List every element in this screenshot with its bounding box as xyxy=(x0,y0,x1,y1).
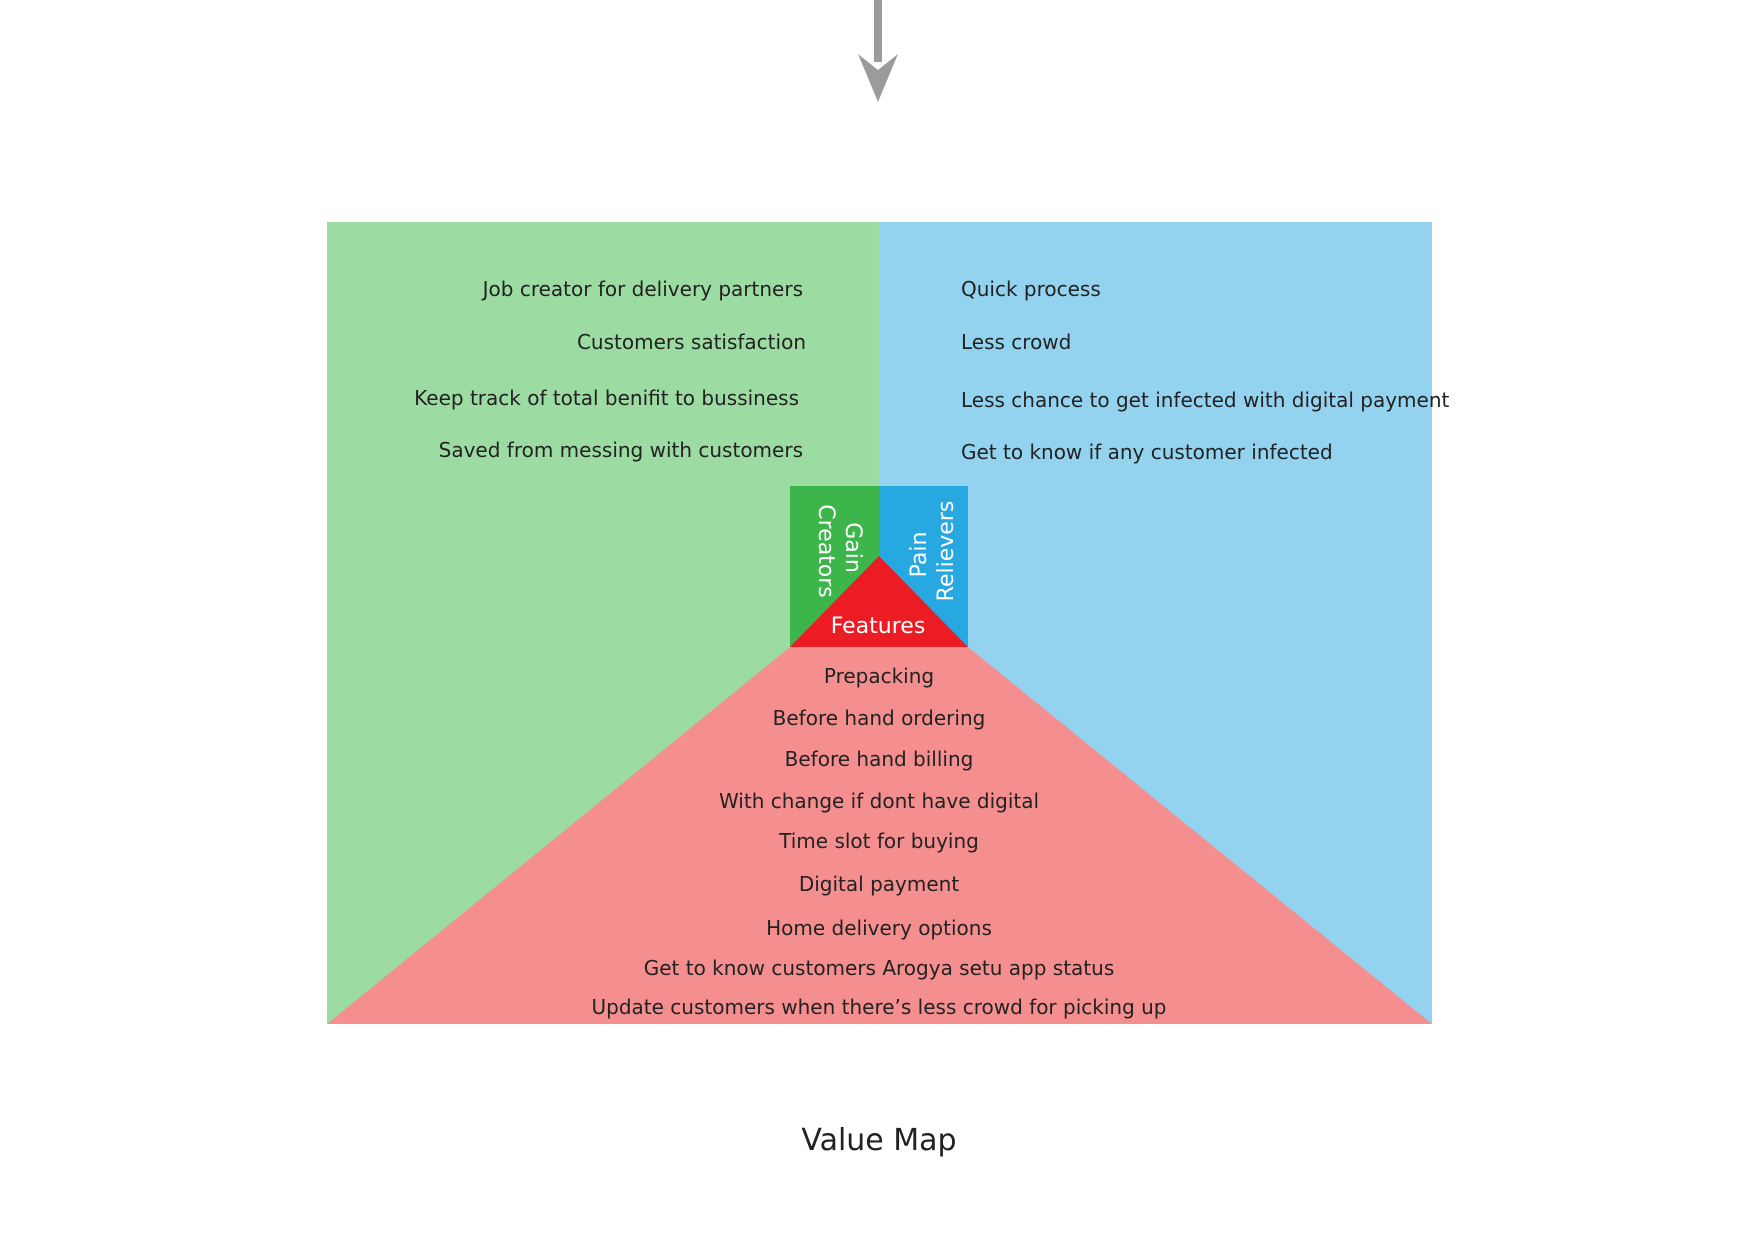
gain-creators-list: Job creator for delivery partners Custom… xyxy=(414,277,806,462)
list-item: Digital payment xyxy=(799,872,959,896)
list-item: Get to know customers Arogya setu app st… xyxy=(644,956,1115,980)
pain-relievers-list: Quick process Less crowd Less chance to … xyxy=(961,277,1450,464)
gain-creators-label: Gain Creators xyxy=(813,504,865,598)
features-label: Features xyxy=(831,614,926,639)
list-item: With change if dont have digital xyxy=(719,789,1039,813)
list-item: Less chance to get infected with digital… xyxy=(961,388,1450,412)
list-item: Keep track of total benifit to bussiness xyxy=(414,386,799,410)
list-item: Update customers when there’s less crowd… xyxy=(592,995,1167,1019)
list-item: Prepacking xyxy=(824,664,934,688)
center-badge: Gain Creators Pain Relievers Features xyxy=(790,486,968,647)
list-item: Saved from messing with customers xyxy=(439,438,803,462)
list-item: Before hand ordering xyxy=(773,706,986,730)
page-title: Value Map xyxy=(801,1123,956,1158)
list-item: Less crowd xyxy=(961,330,1071,354)
list-item: Before hand billing xyxy=(785,747,974,771)
list-item: Time slot for buying xyxy=(778,829,979,853)
features-badge xyxy=(790,556,968,647)
down-arrow-icon xyxy=(858,0,898,102)
list-item: Home delivery options xyxy=(766,916,992,940)
list-item: Get to know if any customer infected xyxy=(961,440,1333,464)
pain-relievers-label: Pain Relievers xyxy=(907,501,959,602)
features-panel xyxy=(327,647,1432,1024)
list-item: Quick process xyxy=(961,277,1101,301)
features-list: Prepacking Before hand ordering Before h… xyxy=(592,664,1167,1019)
list-item: Customers satisfaction xyxy=(577,330,806,354)
list-item: Job creator for delivery partners xyxy=(481,277,803,301)
